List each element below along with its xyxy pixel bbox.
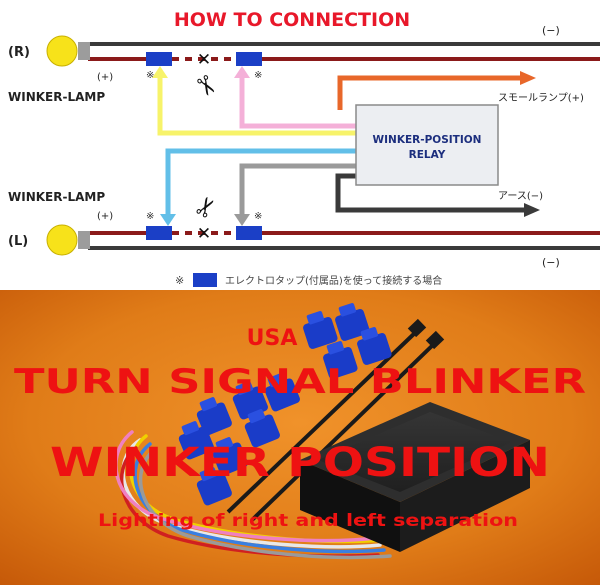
cut-x-icon: ✕ — [197, 224, 211, 244]
yellow-wire — [157, 72, 356, 136]
left-lamp-icon — [46, 224, 78, 256]
right-lamp-name: WINKER-LAMP — [8, 90, 105, 104]
gray-arrow-icon — [234, 214, 250, 226]
tap-left-vehicle — [236, 226, 262, 240]
earth-label: アース(−) — [498, 191, 543, 202]
footnote-marker: ※ — [175, 274, 184, 287]
relay-label-line1: WINKER-POSITION — [373, 134, 482, 146]
relay-box — [355, 104, 499, 186]
photo-line-winker-position: WINKER POSITION — [50, 440, 550, 486]
tap-marker: ※ — [146, 211, 154, 222]
tap-left-lamp — [146, 226, 172, 240]
diagram-title: HOW TO CONNECTION — [174, 9, 410, 31]
product-photo: USA TURN SIGNAL BLINKER WINKER POSITION … — [0, 290, 600, 585]
cut-x-icon: ✕ — [197, 50, 211, 70]
earth-arrow-icon — [524, 203, 540, 217]
blue-wire — [165, 148, 356, 220]
gray-wire — [239, 163, 356, 220]
photo-line-usa: USA — [247, 326, 298, 351]
right-side-label: (R) — [8, 45, 30, 60]
relay-label-line2: RELAY — [409, 149, 446, 161]
tap-right-vehicle — [236, 52, 262, 66]
small-lamp-arrow-icon — [520, 71, 536, 85]
right-lamp-icon — [46, 35, 78, 67]
left-side-label: (L) — [8, 234, 28, 249]
photo-line-lighting: Lighting of right and left separation — [98, 511, 518, 531]
cable-ties — [226, 318, 445, 522]
left-ground-label: (−) — [542, 256, 560, 269]
wire-harness — [114, 430, 392, 560]
scissors-icon: ✂ — [187, 70, 224, 104]
blue-arrow-icon — [160, 214, 176, 226]
right-ground-label: (−) — [542, 24, 560, 37]
relay-unit — [300, 402, 530, 552]
pink-arrow-icon — [234, 66, 250, 78]
tap-marker: ※ — [254, 70, 262, 81]
yellow-arrow-icon — [152, 66, 168, 78]
tap-marker: ※ — [146, 70, 154, 81]
left-lamp-name: WINKER-LAMP — [8, 190, 105, 204]
footnote-text: エレクトロタップ(付属品)を使って接続する場合 — [225, 274, 442, 287]
pink-wire — [239, 72, 356, 129]
small-lamp-wire — [337, 75, 522, 110]
left-plus-label: (+) — [97, 211, 113, 222]
footnote-tap-icon — [193, 273, 217, 287]
electro-taps — [178, 303, 392, 506]
earth-wire — [335, 173, 526, 213]
tap-marker: ※ — [254, 211, 262, 222]
wiring-diagram: HOW TO CONNECTION WINKER-POSITION — [8, 9, 600, 287]
tap-right-lamp — [146, 52, 172, 66]
small-lamp-label: スモールランプ(+) — [498, 92, 584, 104]
scissors-icon: ✂ — [188, 191, 225, 225]
photo-line-turn-signal: TURN SIGNAL BLINKER — [14, 362, 586, 402]
left-lamp-socket — [78, 231, 90, 249]
right-plus-label: (+) — [97, 72, 113, 83]
right-lamp-socket — [78, 42, 90, 60]
